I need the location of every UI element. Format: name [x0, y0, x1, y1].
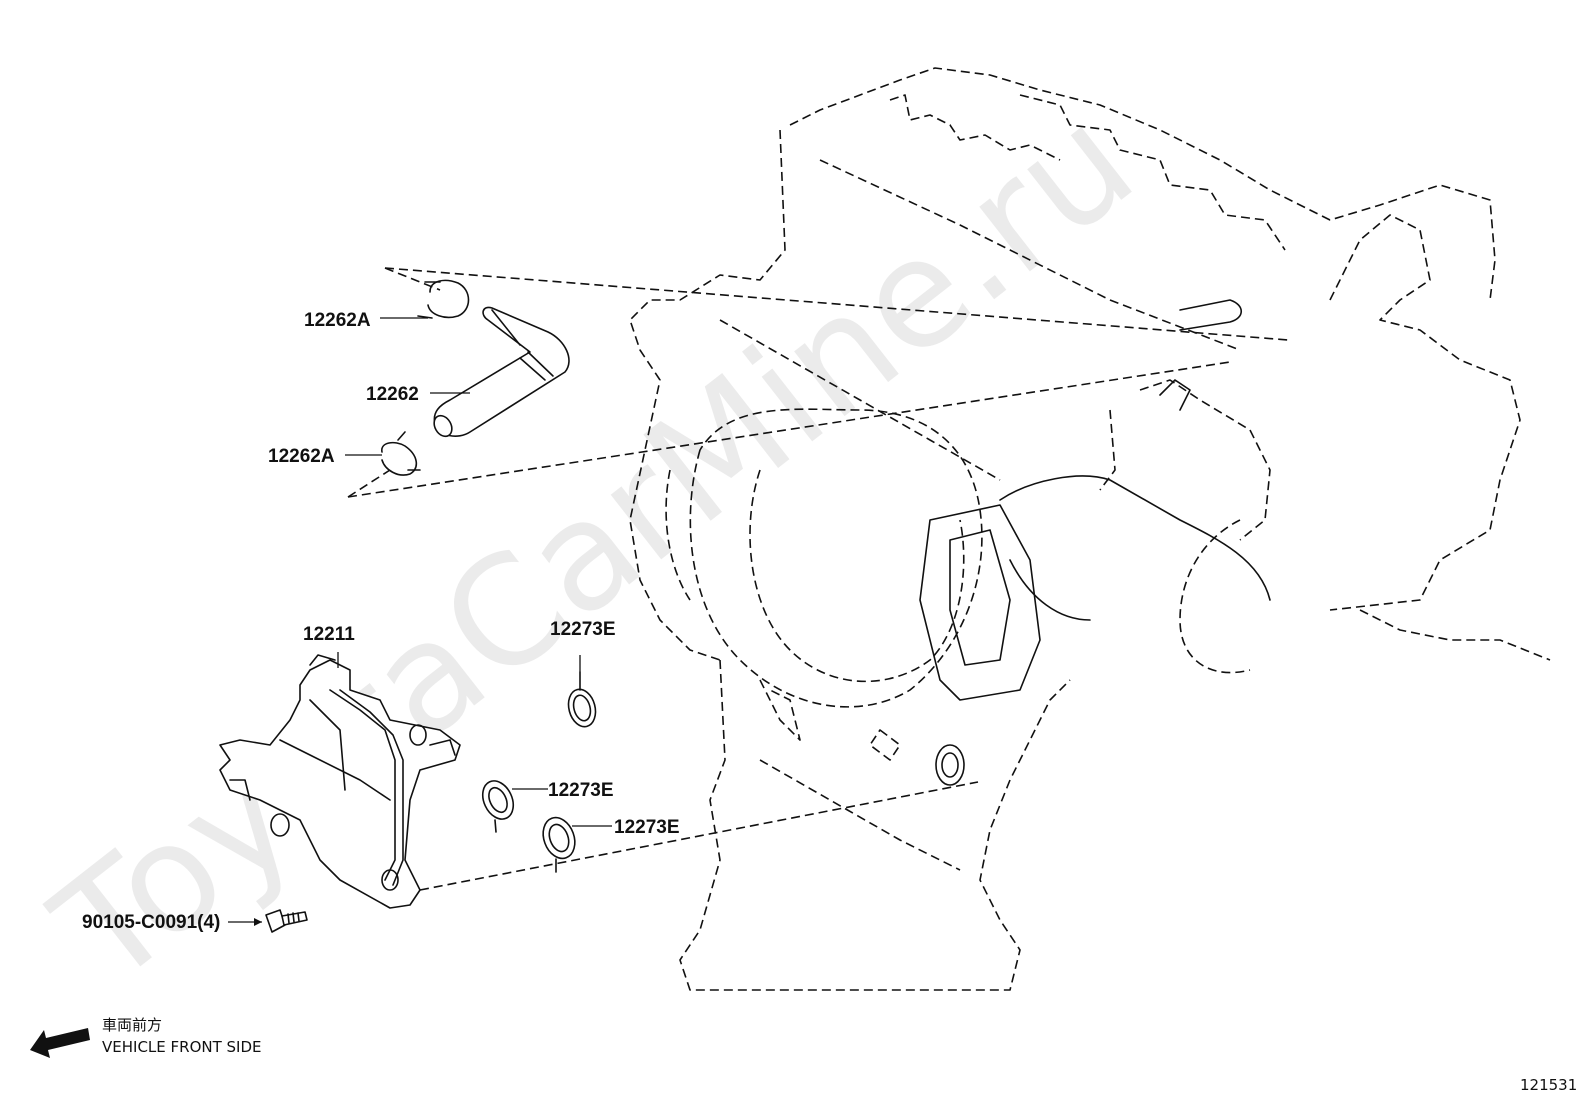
diagram-number: 121531: [1520, 1076, 1577, 1094]
callout-gasket-2: 12273E: [548, 780, 614, 801]
flange-bolt: [265, 909, 308, 933]
front-arrow-icon: [30, 1028, 90, 1058]
callout-clip-lower: 12262A: [268, 446, 335, 467]
callout-clip-upper: 12262A: [304, 310, 371, 331]
callout-separator: 12211: [303, 624, 355, 645]
callout-bolt: 90105-C0091(4): [82, 912, 220, 933]
leader-lines: [228, 317, 612, 926]
hose-clip-lower: [381, 431, 421, 476]
callout-gasket-3: 12273E: [614, 817, 680, 838]
gasket-middle: [481, 780, 515, 833]
vehicle-front-indicator: 車両前方 VEHICLE FRONT SIDE: [30, 1016, 262, 1058]
breather-hose: [433, 306, 570, 438]
gasket-top: [567, 671, 597, 728]
engine-outline: [629, 67, 1551, 991]
hose-clip-upper: [417, 279, 470, 319]
direction-english: VEHICLE FRONT SIDE: [102, 1038, 262, 1056]
oil-separator: [219, 654, 461, 909]
direction-japanese: 車両前方: [102, 1016, 162, 1034]
gasket-bottom: [542, 816, 576, 873]
watermark-text: ToyotaCarMine.ru: [24, 74, 1165, 1018]
callout-hose: 12262: [366, 384, 419, 405]
callout-gasket-1: 12273E: [550, 619, 616, 640]
